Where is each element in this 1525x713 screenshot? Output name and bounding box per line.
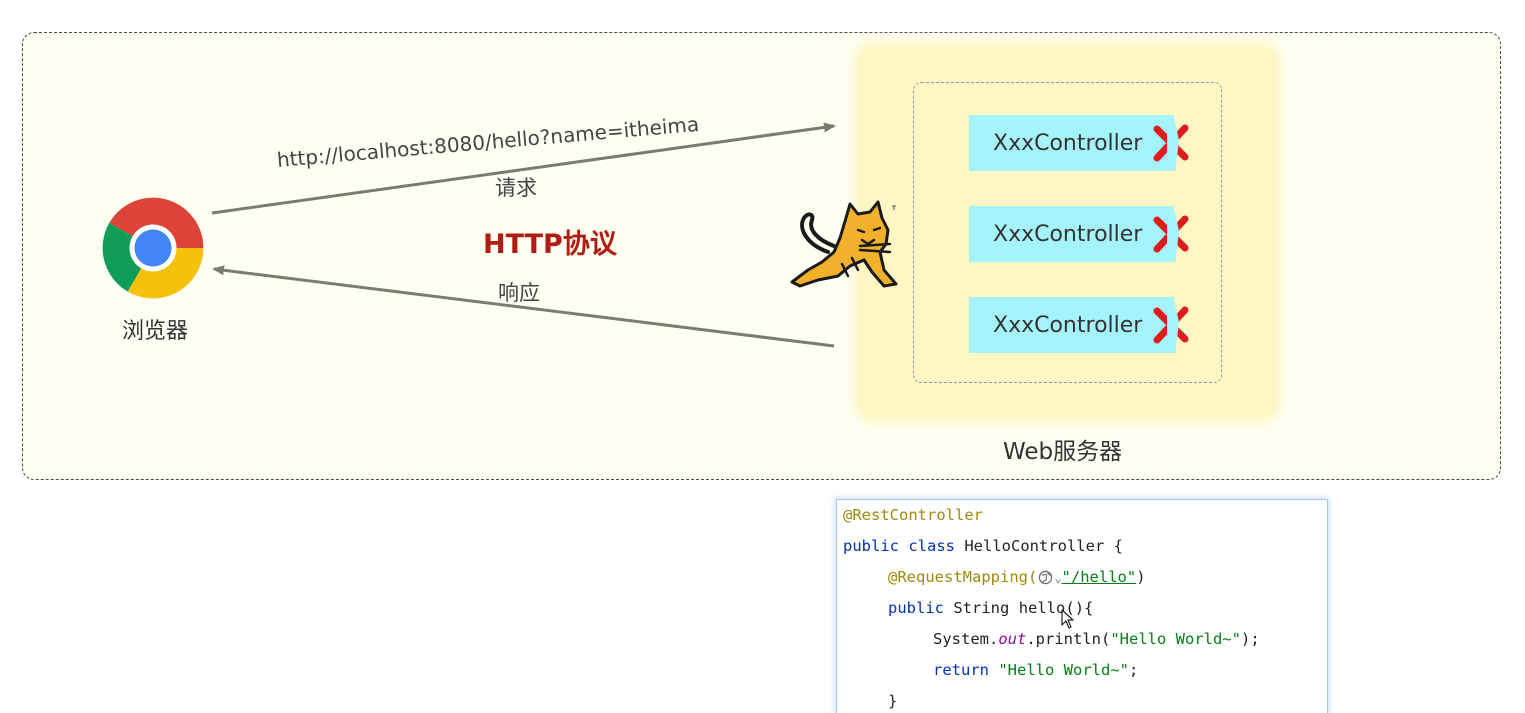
red-x-icon: [1153, 306, 1189, 344]
code-return-close: ;: [1129, 661, 1139, 679]
red-x-icon: [1153, 215, 1189, 253]
controller-box: XxxController: [969, 206, 1189, 262]
code-print-call: .println(: [1026, 630, 1111, 648]
code-annotation: @RestController: [843, 506, 983, 524]
code-print-prefix: System.: [933, 630, 999, 648]
code-print-close: );: [1240, 630, 1260, 648]
chrome-icon: [102, 197, 204, 299]
code-return-value: "Hello World~": [998, 661, 1129, 679]
web-server-label: Web服务器: [1003, 439, 1123, 465]
controller-label: XxxController: [993, 130, 1143, 156]
globe-icon[interactable]: [1038, 570, 1053, 585]
code-line: System.out.println("Hello World~");: [843, 630, 1260, 648]
red-x-icon: [1153, 124, 1189, 162]
chevron-down-icon[interactable]: ⌄: [1054, 571, 1062, 585]
code-mapping-annotation: @RequestMapping(: [888, 568, 1038, 586]
code-closing-brace: }: [888, 692, 898, 710]
code-class-keywords: public class: [843, 537, 955, 555]
controller-container: [913, 82, 1222, 383]
code-class-name: HelloController {: [964, 537, 1123, 555]
controller-label: XxxController: [993, 221, 1143, 247]
code-line: @RequestMapping( ⌄"/hello"): [843, 568, 1146, 586]
request-label: 请求: [495, 176, 537, 200]
code-mapping-close: ): [1136, 568, 1146, 586]
controller-box: XxxController: [969, 115, 1189, 171]
code-line: public String hello(){: [843, 599, 1093, 617]
code-method-name: hello: [1018, 599, 1066, 617]
code-return-keyword: return: [933, 661, 989, 679]
code-method-keyword: public: [888, 599, 944, 617]
tomcat-icon: [790, 200, 898, 288]
code-line: public class HelloController {: [843, 537, 1123, 555]
code-snippet: @RestController public class HelloContro…: [836, 499, 1328, 713]
controller-box: XxxController: [969, 297, 1189, 353]
code-line: @RestController: [843, 506, 983, 524]
response-arrow: [212, 265, 835, 348]
code-print-arg: "Hello World~": [1110, 630, 1241, 648]
code-method-rest: (){: [1065, 599, 1094, 617]
mouse-cursor-icon: [1061, 609, 1074, 629]
request-arrow: [211, 122, 836, 215]
response-label: 响应: [498, 281, 540, 305]
code-line: return "Hello World~";: [843, 661, 1138, 679]
browser-label: 浏览器: [121, 319, 188, 344]
code-print-out: out: [998, 630, 1027, 648]
code-mapping-path[interactable]: "/hello": [1061, 568, 1137, 586]
code-method-type: String: [953, 599, 1010, 617]
controller-label: XxxController: [993, 312, 1143, 338]
protocol-label: HTTP协议: [483, 229, 617, 260]
code-line: }: [843, 692, 897, 710]
